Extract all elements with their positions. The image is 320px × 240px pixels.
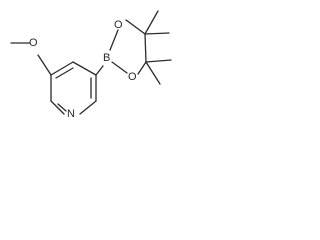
ring-double-bond-inner-1 — [55, 67, 74, 79]
methoxy-oxygen-label: O — [29, 37, 38, 49]
ring-double-bond-inner-3 — [57, 103, 67, 112]
ring-bond-n-c6 — [50, 100, 65, 115]
ring-bond-c2-n — [79, 100, 97, 115]
ring-bond-c5-c4 — [50, 61, 74, 76]
boron-label: B — [103, 52, 110, 64]
methyl-bond-1 — [144, 10, 159, 35]
bond-pinacol-carbon-carbon — [144, 33, 147, 63]
bond-ring-to-methoxy-oxygen — [37, 54, 52, 76]
ester-oxygen-bottom-label: O — [128, 71, 137, 83]
ring-bond-c4-c3 — [72, 61, 97, 76]
methyl-bond-4 — [145, 61, 161, 85]
methyl-bond-3 — [145, 59, 172, 63]
bond-ring-to-boron — [95, 65, 104, 76]
methyl-bond-2 — [144, 32, 170, 35]
bond-boron-to-bottom-oxygen — [111, 61, 128, 74]
bond-top-oxygen-to-carbon — [125, 19, 146, 35]
pyridine-nitrogen-label: N — [67, 108, 75, 120]
bond-boron-to-top-oxygen — [109, 29, 119, 51]
bond-bottom-carbon-to-oxygen — [137, 61, 147, 75]
chemical-structure: O N B O O — [10, 10, 172, 120]
ester-oxygen-top-label: O — [114, 19, 123, 31]
